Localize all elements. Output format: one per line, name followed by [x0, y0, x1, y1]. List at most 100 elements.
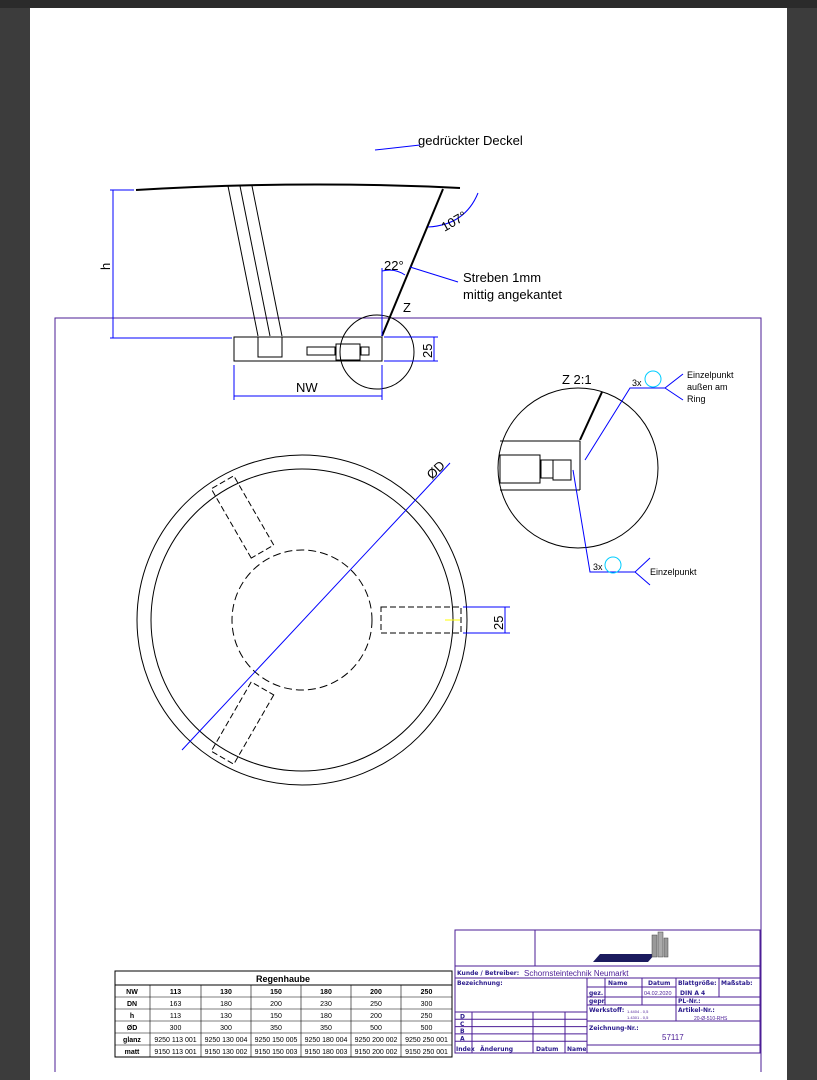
table-cell: 9250 180 004	[305, 1037, 348, 1044]
kunde-label: Kunde / Betreiber:	[457, 970, 519, 977]
table-cell: 9150 150 003	[255, 1049, 298, 1056]
table-cell: 180	[320, 989, 332, 996]
table-row-label: h	[130, 1013, 134, 1020]
table-cell: 250	[421, 1013, 433, 1020]
table-cell: 200	[270, 1001, 282, 1008]
table-cell: 250	[370, 1001, 382, 1008]
table-cell: 113	[170, 989, 181, 996]
table-cell: 230	[320, 1001, 332, 1008]
table-cell: 180	[320, 1013, 332, 1020]
strut-line	[381, 188, 444, 337]
dim-h-label: h	[98, 263, 113, 270]
revision-index: C	[460, 1021, 465, 1028]
table-title: Regenhaube	[256, 974, 310, 984]
viewer-top-bar	[0, 0, 817, 8]
kunde-value: Schornsteintechnik Neumarkt	[524, 969, 629, 978]
weld2-label: Einzelpunkt	[650, 567, 697, 577]
table-cell: 9250 130 004	[205, 1037, 248, 1044]
table-cell: 350	[270, 1025, 282, 1032]
table-cell: 9150 113 001	[154, 1049, 196, 1056]
strut-note-line2: mittig angekantet	[463, 287, 562, 302]
werkstoff-label: Werkstoff:	[589, 1007, 624, 1014]
table-cell: 163	[170, 1001, 182, 1008]
table-cell: 130	[220, 989, 232, 996]
table-cell: 130	[220, 1013, 232, 1020]
table-cell: 9150 180 003	[305, 1049, 348, 1056]
table-row-label: DN	[127, 1001, 137, 1008]
ring-base	[233, 336, 383, 362]
table-cell: 250	[421, 989, 433, 996]
diameter-line	[181, 462, 451, 751]
dim-25-side-label: 25	[420, 344, 435, 358]
dim-25-plan-label: 25	[491, 616, 506, 630]
weld1-line2: außen am	[687, 382, 728, 392]
weld1-count: 3x	[632, 378, 642, 388]
table-cell: 9150 200 002	[355, 1049, 398, 1056]
table-cell: 300	[421, 1001, 433, 1008]
werkstoff-2: 1.4301 - 0,5	[627, 1015, 649, 1020]
table-row-label: NW	[126, 989, 138, 996]
title-block: Kunde / Betreiber: Schornsteintechnik Ne…	[454, 929, 761, 1054]
revision-index: D	[460, 1014, 465, 1021]
plan-view: ØD 25	[136, 454, 510, 786]
bezeichnung-label: Bezeichnung:	[457, 980, 503, 987]
weld2-count: 3x	[593, 562, 603, 572]
gepr-label: gepr.	[589, 998, 606, 1005]
table-cell: 9250 113 001	[154, 1037, 196, 1044]
revision-index: A	[460, 1035, 465, 1042]
company-logo	[593, 931, 669, 962]
table-cell: 500	[421, 1025, 433, 1032]
dim-nw-label: NW	[296, 380, 318, 395]
pl-label: PL-Nr.:	[678, 998, 701, 1005]
table-cell: 500	[370, 1025, 382, 1032]
table-cell: 300	[170, 1025, 182, 1032]
detail-z-view: Z 2:1 3x Einzelpunkt außen am Ring 3x Ei…	[497, 370, 734, 586]
rev-name-label: Name	[567, 1046, 586, 1053]
rev-datum-label: Datum	[536, 1046, 558, 1053]
cover-label: gedrückter Deckel	[418, 133, 523, 148]
aenderung-label: Änderung	[480, 1046, 513, 1053]
revision-index: B	[460, 1028, 465, 1035]
table-cell: 113	[170, 1013, 181, 1020]
table-cell: 350	[320, 1025, 332, 1032]
table-cell: 300	[220, 1025, 232, 1032]
detail-z-circle	[339, 314, 415, 390]
drawing-frame	[54, 317, 762, 1072]
table-cell: 9250 200 002	[355, 1037, 398, 1044]
table-cell: 9250 250 001	[405, 1037, 448, 1044]
detail-z-marker: Z	[403, 300, 411, 315]
artikel-label: Artikel-Nr.:	[678, 1007, 715, 1014]
massstab-label: Maßstab:	[721, 980, 753, 987]
cover-line	[135, 183, 461, 191]
weld1-line3: Ring	[687, 394, 706, 404]
table-cell: 200	[370, 1013, 382, 1020]
zeichnung-label: Zeichnung-Nr.:	[589, 1025, 639, 1032]
side-view: gedrückter Deckel 107° 22° Streben 1mm m…	[98, 133, 562, 400]
weld1-line1: Einzelpunkt	[687, 370, 734, 380]
table-row-label: glanz	[123, 1037, 141, 1044]
detail-title: Z 2:1	[562, 372, 592, 387]
datum-header: Datum	[648, 980, 670, 987]
table-row-label: ØD	[127, 1025, 138, 1032]
gez-date: 04.02.2020	[644, 991, 672, 997]
zeichnung-value: 57117	[662, 1033, 684, 1042]
table-cell: 9150 130 002	[205, 1049, 248, 1056]
angle-107-label: 107°	[439, 208, 470, 234]
table-cell: 150	[270, 1013, 282, 1020]
werkstoff-1: 1.4404 - 0,5	[627, 1009, 649, 1014]
blatt-value: DIN A 4	[680, 990, 705, 997]
index-label: Index	[456, 1046, 475, 1053]
table-cell: 150	[270, 989, 282, 996]
table-cell: 9150 250 001	[405, 1049, 448, 1056]
table-cell: 200	[370, 989, 382, 996]
dim-d-label: ØD	[424, 458, 448, 482]
strut-note-line1: Streben 1mm	[463, 270, 541, 285]
table-cell: 180	[220, 1001, 232, 1008]
artikel-value: 20-Ø-510-RHS	[694, 1016, 728, 1022]
angle-22-label: 22°	[384, 258, 404, 273]
name-header: Name	[608, 980, 627, 987]
gez-label: gez.	[589, 990, 603, 997]
blatt-label: Blattgröße:	[678, 980, 717, 987]
